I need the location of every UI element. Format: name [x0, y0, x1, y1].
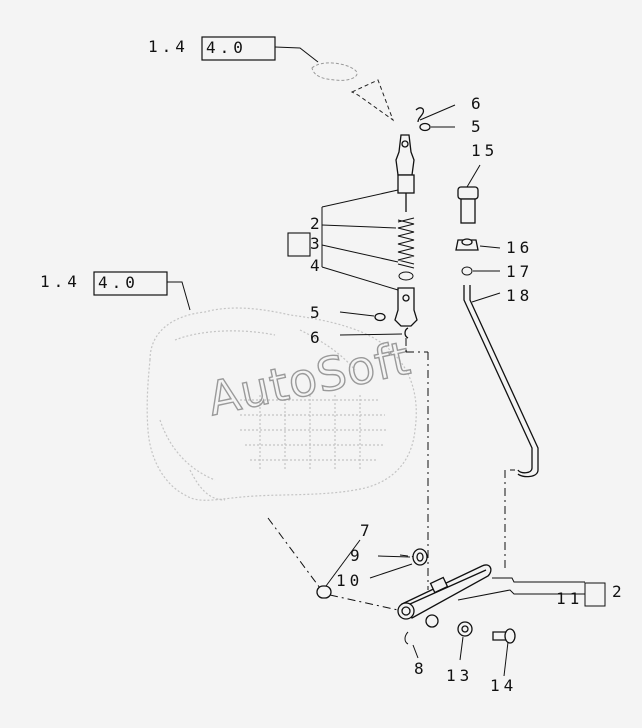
callout-numbers: 6 5 15 16 17 18 2 3 4 5 6 7 9 10 11 2 8 …	[310, 94, 626, 695]
bolt-15	[457, 186, 479, 224]
upper-rod-assembly	[395, 107, 431, 212]
callout-6-top: 6	[471, 94, 485, 113]
reference-label-mid-box	[93, 271, 168, 296]
callout-5-top: 5	[471, 117, 485, 136]
callout-5-mid: 5	[310, 303, 324, 322]
roller-10	[397, 602, 439, 628]
washer-13	[457, 621, 473, 637]
clip-8	[404, 631, 409, 645]
leader-line-top-ref	[274, 46, 319, 63]
spring	[397, 217, 415, 269]
washer-upper	[398, 271, 414, 281]
reference-label-mid-boxed: 4.0	[98, 273, 139, 292]
callout-2: 2	[310, 214, 324, 233]
lower-clevis	[374, 287, 418, 339]
reference-label-top-boxed: 4.0	[206, 38, 247, 57]
reference-label-top-box	[201, 36, 276, 61]
handle-ghost-outline	[311, 62, 358, 81]
callout-15: 15	[471, 141, 498, 160]
transmission-housing-outline	[146, 307, 417, 501]
callout-11: 11	[556, 589, 583, 608]
callout-bracket-2-4	[321, 189, 399, 291]
bracket-box-small	[287, 232, 311, 257]
leader-line-mid-ref	[167, 281, 191, 311]
callout-3: 3	[310, 234, 324, 253]
callout-17: 17	[506, 262, 533, 281]
long-rod-18	[463, 285, 539, 478]
callout-6-mid: 6	[310, 328, 324, 347]
callout-12: 2	[612, 582, 626, 601]
bushing-7	[316, 585, 332, 599]
handle-ghost-cone	[350, 79, 395, 122]
washer-17	[461, 266, 473, 276]
reference-label-top-prefix: 1.4	[148, 37, 189, 56]
callout-bracket-11-12	[457, 577, 606, 607]
bushing-16	[455, 238, 479, 251]
callout-16: 16	[506, 238, 533, 257]
reference-label-mid-prefix: 1.4	[40, 272, 81, 291]
callout-9: 9	[350, 546, 364, 565]
right-callout-leaders	[339, 104, 501, 336]
lower-callout-leaders	[325, 539, 509, 677]
callout-18: 18	[506, 286, 533, 305]
lever-plate	[401, 564, 492, 619]
callout-4: 4	[310, 256, 324, 275]
reference-label-top[interactable]: 1.4 4.0	[148, 36, 276, 61]
callout-7: 7	[360, 521, 374, 540]
bolt-14	[492, 628, 516, 644]
callout-10: 10	[336, 571, 363, 590]
reference-label-mid[interactable]: 1.4 4.0	[40, 271, 168, 296]
callout-14: 14	[490, 676, 517, 695]
callout-13: 13	[446, 666, 473, 685]
callout-8: 8	[414, 659, 428, 678]
lever-pivot-9	[412, 548, 428, 566]
